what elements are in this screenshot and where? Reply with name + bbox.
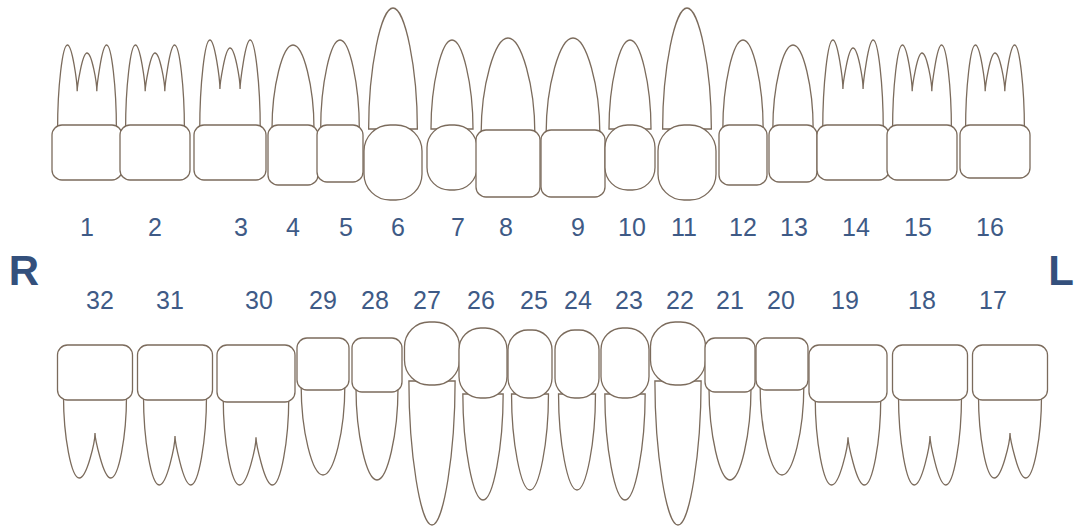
tooth-crown bbox=[297, 338, 349, 390]
tooth-number: 22 bbox=[666, 288, 694, 313]
tooth-crown bbox=[817, 125, 889, 180]
tooth-crown bbox=[52, 125, 122, 180]
tooth-number: 13 bbox=[780, 215, 808, 240]
tooth-number: 24 bbox=[564, 288, 592, 313]
tooth-number: 14 bbox=[842, 215, 870, 240]
tooth-root bbox=[144, 396, 207, 485]
tooth-number: 31 bbox=[156, 288, 184, 313]
tooth-root bbox=[760, 386, 804, 475]
tooth-root bbox=[431, 40, 473, 129]
tooth-root bbox=[966, 45, 1025, 129]
tooth-crown bbox=[719, 125, 767, 185]
tooth-root bbox=[663, 8, 712, 129]
tooth-root bbox=[200, 40, 260, 129]
tooth-crown bbox=[268, 125, 318, 185]
tooth-root bbox=[481, 38, 535, 134]
tooth-root bbox=[815, 398, 881, 485]
tooth-crown bbox=[756, 338, 808, 390]
tooth-number: 19 bbox=[831, 288, 859, 313]
tooth-crown bbox=[541, 130, 605, 197]
tooth-root bbox=[512, 394, 549, 490]
tooth-number: 1 bbox=[80, 215, 94, 240]
tooth-root bbox=[773, 45, 813, 129]
tooth-root bbox=[559, 394, 596, 490]
tooth-crown bbox=[555, 330, 599, 398]
tooth-crown bbox=[217, 345, 295, 402]
tooth-number: 8 bbox=[499, 215, 513, 240]
side-label: L bbox=[1048, 250, 1074, 292]
tooth-crown bbox=[658, 125, 716, 200]
tooth-crown bbox=[705, 338, 755, 392]
tooth-root bbox=[605, 394, 645, 500]
tooth-number: 30 bbox=[245, 288, 273, 313]
tooth-number: 27 bbox=[413, 288, 441, 313]
tooth-crown bbox=[769, 125, 817, 182]
tooth-number: 16 bbox=[976, 215, 1004, 240]
tooth-root bbox=[356, 388, 398, 480]
tooth-number: 28 bbox=[361, 288, 389, 313]
tooth-root bbox=[369, 8, 418, 129]
tooth-crown bbox=[317, 125, 363, 182]
tooth-root bbox=[64, 396, 127, 478]
tooth-root bbox=[223, 398, 289, 485]
tooth-crown bbox=[194, 125, 266, 180]
tooth-crown bbox=[887, 125, 957, 180]
tooth-number: 7 bbox=[451, 215, 465, 240]
tooth-number: 23 bbox=[615, 288, 643, 313]
tooth-root bbox=[823, 40, 883, 129]
side-label: R bbox=[9, 250, 39, 292]
tooth-number: 12 bbox=[729, 215, 757, 240]
tooth-crown bbox=[508, 330, 552, 398]
tooth-root bbox=[899, 396, 962, 485]
tooth-root bbox=[723, 40, 763, 129]
tooth-number: 20 bbox=[767, 288, 795, 313]
tooth-number: 18 bbox=[908, 288, 936, 313]
tooth-root bbox=[58, 45, 117, 129]
tooth-number: 11 bbox=[671, 215, 697, 240]
tooth-crown bbox=[352, 338, 402, 392]
tooth-root bbox=[893, 45, 952, 129]
tooth-crown bbox=[651, 322, 706, 385]
tooth-crown bbox=[58, 345, 133, 400]
tooth-number: 15 bbox=[904, 215, 932, 240]
tooth-crown bbox=[364, 125, 422, 200]
tooth-crown bbox=[601, 328, 649, 398]
tooth-root bbox=[409, 381, 455, 525]
tooth-number: 9 bbox=[571, 215, 585, 240]
tooth-number: 29 bbox=[309, 288, 337, 313]
tooth-number: 6 bbox=[391, 215, 405, 240]
tooth-crown bbox=[973, 345, 1048, 400]
tooth-number: 10 bbox=[618, 215, 646, 240]
tooth-crown bbox=[605, 125, 655, 190]
tooth-crown bbox=[120, 125, 190, 180]
tooth-root bbox=[126, 45, 185, 129]
tooth-root bbox=[321, 40, 360, 129]
tooth-root bbox=[655, 381, 701, 525]
tooth-number: 26 bbox=[467, 288, 495, 313]
tooth-number: 17 bbox=[979, 288, 1007, 313]
tooth-number: 5 bbox=[339, 215, 353, 240]
tooth-crown bbox=[476, 130, 540, 197]
tooth-crown bbox=[459, 328, 507, 398]
tooth-crown bbox=[893, 345, 968, 400]
tooth-number: 2 bbox=[148, 215, 162, 240]
tooth-root bbox=[272, 45, 314, 129]
tooth-root bbox=[979, 396, 1042, 478]
tooth-number: 4 bbox=[286, 215, 300, 240]
tooth-number: 25 bbox=[520, 288, 548, 313]
tooth-number: 32 bbox=[86, 288, 114, 313]
tooth-number: 3 bbox=[234, 215, 248, 240]
tooth-root bbox=[463, 394, 503, 500]
tooth-root bbox=[546, 38, 600, 134]
tooth-root bbox=[709, 388, 751, 480]
tooth-number: 21 bbox=[716, 288, 744, 313]
tooth-root bbox=[609, 40, 651, 129]
tooth-crown bbox=[427, 125, 477, 190]
tooth-crown bbox=[809, 345, 887, 402]
tooth-root bbox=[301, 386, 345, 475]
tooth-crown bbox=[405, 322, 460, 385]
tooth-crown bbox=[138, 345, 213, 400]
tooth-crown bbox=[960, 125, 1030, 178]
